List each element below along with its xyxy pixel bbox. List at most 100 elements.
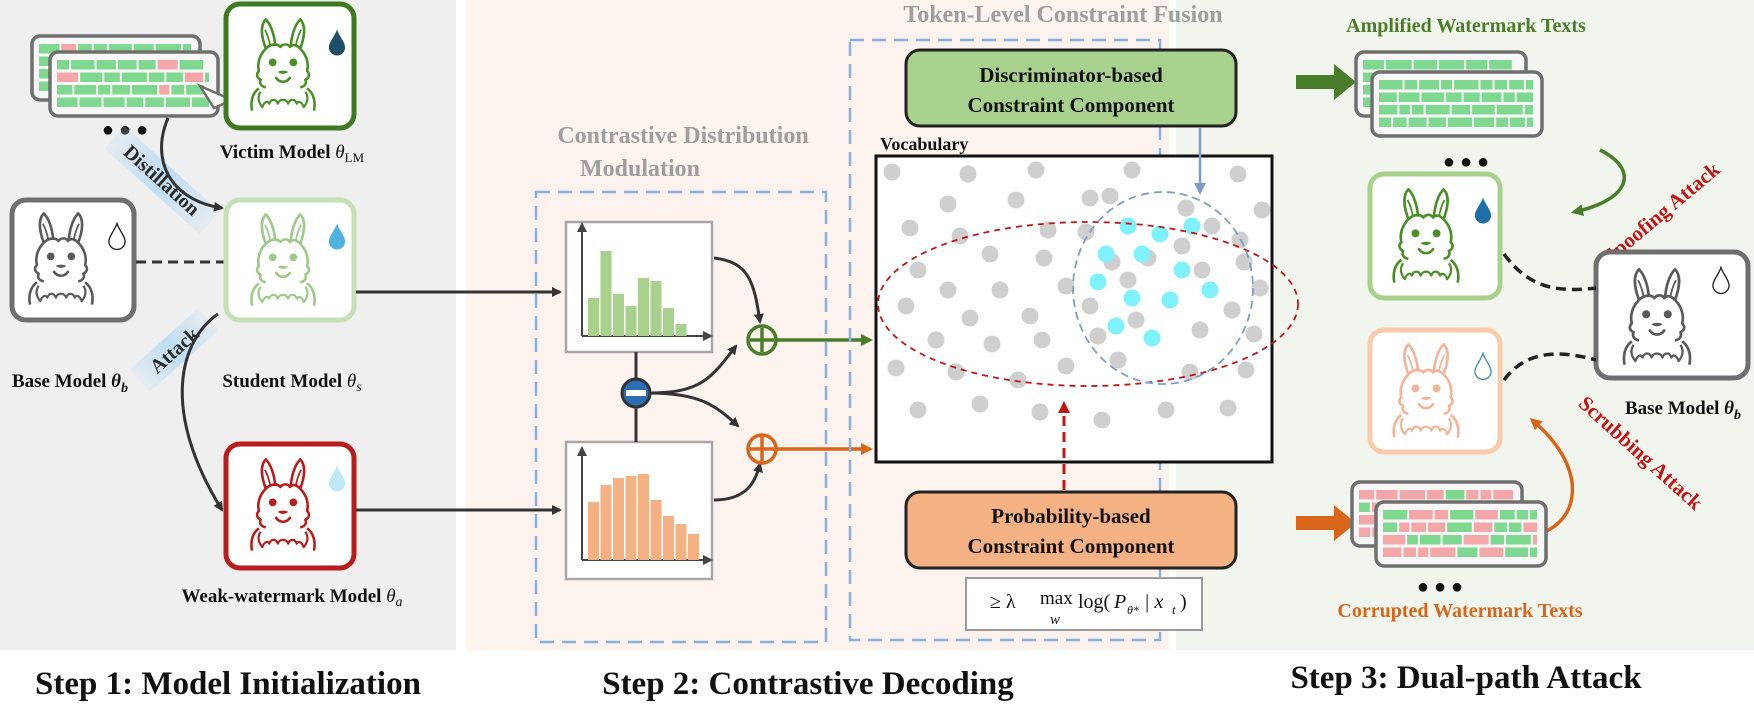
vocab-token — [983, 335, 1001, 353]
discriminator-line1: Discriminator-based — [979, 63, 1163, 87]
vocab-token — [991, 281, 1009, 299]
green-hist-bar — [600, 251, 612, 336]
vocab-token — [971, 395, 989, 413]
vocab-token — [1181, 363, 1199, 381]
vocab-token-watermark — [1161, 291, 1179, 309]
base-to-scrubbed-dashed-link — [1502, 352, 1597, 382]
vocab-token — [1219, 399, 1237, 417]
minus-sign — [626, 390, 646, 396]
orange-output-arrow-icon — [1296, 505, 1356, 541]
vocab-token — [1203, 217, 1221, 235]
vocab-token — [1109, 351, 1127, 369]
student-distribution-histogram — [577, 222, 713, 341]
vocab-token — [1009, 371, 1027, 389]
orange-hist-bar — [650, 500, 662, 560]
victim-text-card-front — [48, 50, 220, 118]
cdm-dashed-box — [534, 190, 828, 644]
vocab-token-watermark — [1089, 273, 1107, 291]
vocab-token — [1033, 331, 1051, 349]
orange-hist-bar — [638, 474, 649, 560]
vocab-token — [1123, 161, 1141, 179]
svg-text:t: t — [1172, 602, 1176, 617]
vocab-token-watermark — [1133, 245, 1151, 263]
svg-text:θ*: θ* — [1127, 603, 1139, 617]
green-hist-bar — [663, 308, 674, 336]
amplified-text-cards — [1354, 50, 1544, 138]
vocab-token — [1223, 301, 1241, 319]
attack-arrow — [180, 312, 224, 512]
vocab-token — [1245, 325, 1263, 343]
probability-line1: Probability-based — [991, 504, 1151, 528]
cdm-title-line1: Contrastive Distribution — [557, 123, 808, 149]
vocab-token — [1081, 189, 1099, 207]
weak-watermark-model-label: Weak-watermark Model θa — [181, 586, 402, 610]
vocab-token — [897, 297, 915, 315]
vocabulary-box — [874, 154, 1274, 464]
vocab-token — [1007, 191, 1025, 209]
vocabulary-tokens — [883, 161, 1271, 429]
step3-base-model-label: Base Model θb — [1625, 398, 1741, 423]
student-model-label: Student Model θs — [222, 371, 362, 395]
green-hist-bar — [650, 281, 662, 336]
vocab-token — [1027, 161, 1045, 179]
vocab-token — [1119, 271, 1137, 289]
base-to-spoofed-dashed-link — [1502, 252, 1597, 292]
weak-distribution-histogram — [577, 446, 713, 565]
orange-hist-to-plus-arrow — [713, 462, 763, 502]
green-hist-bar — [638, 278, 649, 336]
vocab-token — [1089, 327, 1107, 345]
vocab-token — [1229, 165, 1247, 183]
green-hist-to-plus-arrow — [713, 256, 764, 324]
vocab-token-watermark — [1183, 217, 1201, 235]
probability-component — [904, 490, 1238, 570]
amplified-cards-dots: ● ● ● — [1443, 151, 1489, 173]
step1-title: Step 1: Model Initialization — [35, 666, 421, 702]
base-model-label: Base Model θb — [12, 371, 128, 396]
minus-to-plus-bottom-arrow — [647, 391, 740, 428]
fusion-dashed-box — [848, 38, 1162, 642]
plus-operator-orange-icon — [746, 433, 778, 465]
vocab-token — [909, 401, 927, 419]
vocab-token — [1093, 411, 1111, 429]
vocab-token-watermark — [1173, 261, 1191, 279]
vocab-token — [1021, 307, 1039, 325]
probability-constraint-region — [877, 221, 1299, 387]
svg-text:): ) — [1180, 591, 1187, 613]
orange-hist-bar — [663, 516, 674, 560]
vocab-token — [1235, 253, 1253, 271]
orange-hist-bar — [625, 476, 637, 560]
corrupted-text-cards — [1350, 480, 1548, 568]
corrupted-texts-label: Corrupted Watermark Texts — [1337, 600, 1582, 622]
vocab-token — [883, 163, 901, 181]
green-hist-bar — [613, 294, 624, 336]
vocab-token — [887, 359, 905, 377]
green-hist-bar — [625, 306, 637, 336]
svg-text:| x: | x — [1144, 591, 1163, 613]
orange-hist-bar — [613, 478, 624, 560]
orange-hist-bar — [675, 524, 687, 560]
vocab-token — [1035, 249, 1053, 267]
vocab-token — [1081, 297, 1099, 315]
vocab-token-watermark — [1143, 329, 1161, 347]
vocab-token — [1177, 199, 1195, 217]
svg-text:≥ λ: ≥ λ — [990, 591, 1016, 613]
discriminator-constraint-region — [1072, 191, 1254, 385]
corrupted-cards-dots: ● ● ● — [1417, 576, 1463, 598]
vocab-token — [1157, 401, 1175, 419]
green-output-arrow-icon — [1296, 64, 1356, 100]
weak-watermark-model-card — [223, 441, 357, 571]
formula-box — [965, 577, 1203, 631]
step3-title: Step 3: Dual-path Attack — [1290, 660, 1642, 696]
vocab-token — [909, 261, 927, 279]
spoofing-arrow — [1571, 148, 1626, 216]
base-model-card — [9, 197, 137, 323]
vocab-token — [1127, 311, 1145, 329]
vocab-token — [927, 331, 945, 349]
victim-text-cards — [30, 34, 220, 118]
vocab-token — [951, 227, 969, 245]
vocab-token-watermark — [1097, 245, 1115, 263]
svg-text:P: P — [1113, 591, 1126, 613]
vocab-token — [901, 219, 919, 237]
